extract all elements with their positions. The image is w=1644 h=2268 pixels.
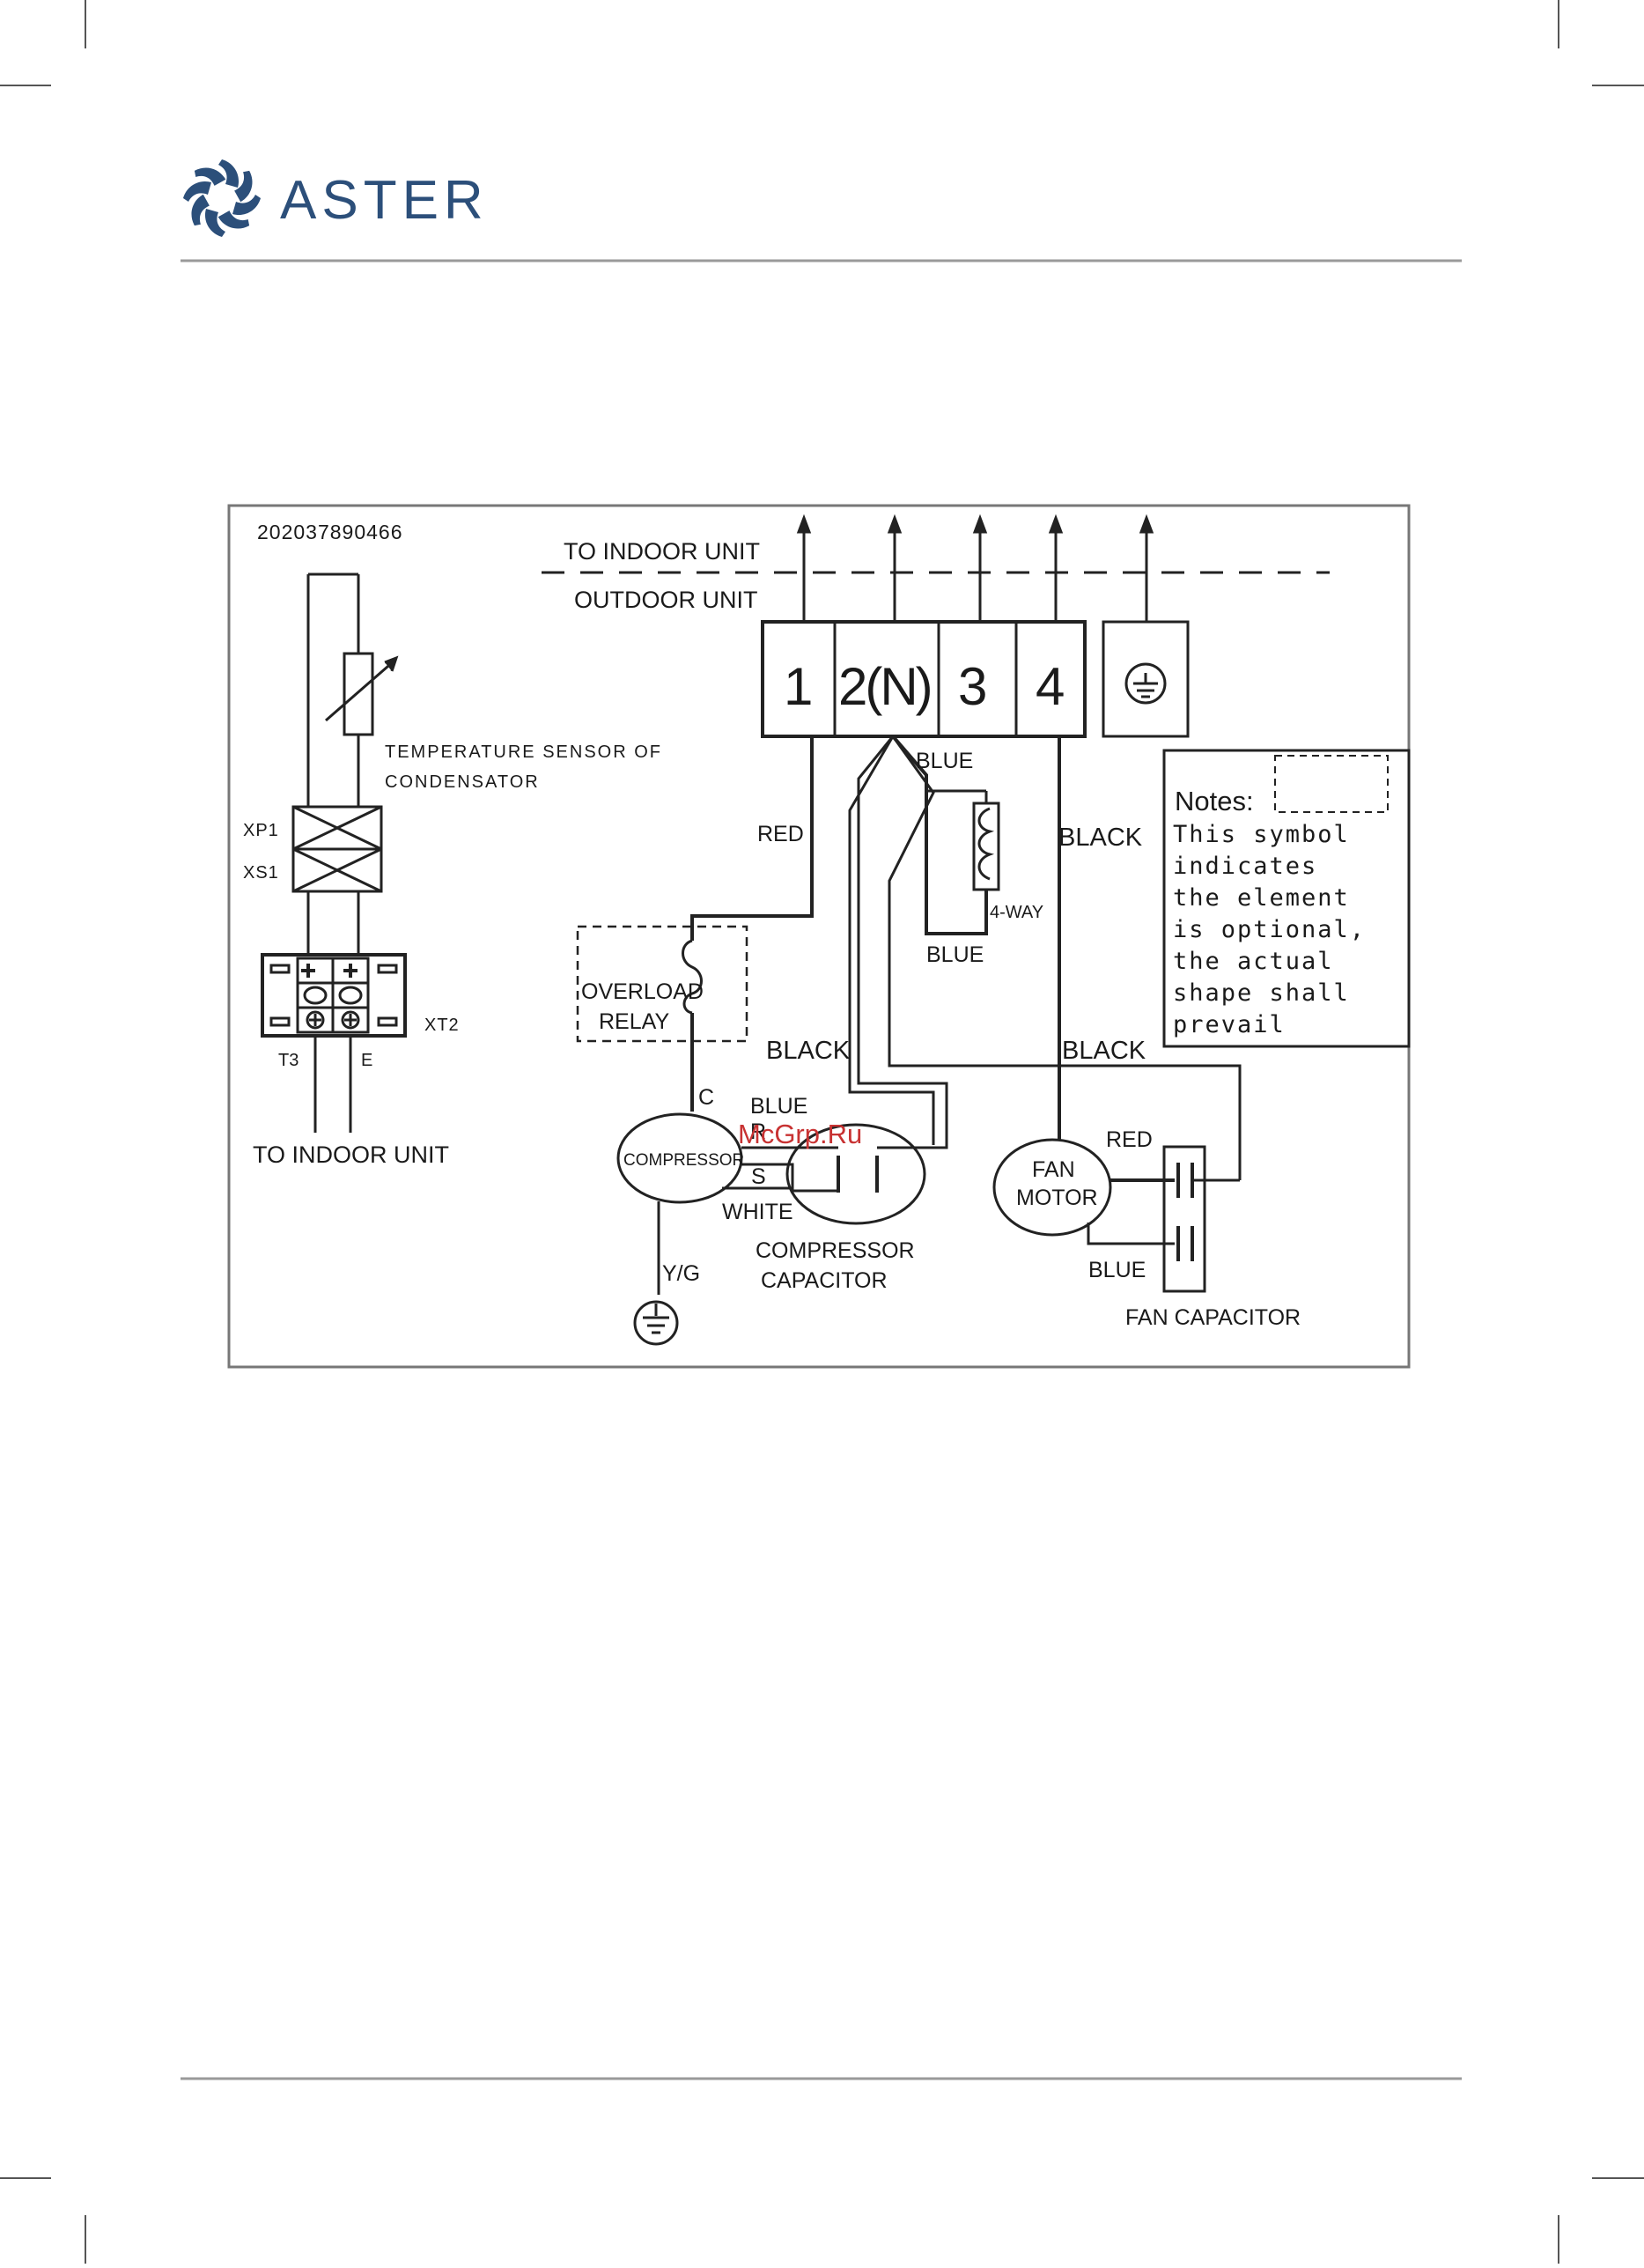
- ground-terminal: [1102, 620, 1190, 738]
- fan-red-label: RED: [1106, 1127, 1153, 1152]
- notes-line: the element: [1173, 884, 1350, 912]
- t3-label: T3: [278, 1051, 299, 1070]
- xt2-terminal: [261, 953, 407, 1133]
- yg-label: Y/G: [662, 1261, 700, 1286]
- fan-motor-label-2: MOTOR: [1016, 1186, 1098, 1210]
- overload-label-1: OVERLOAD: [581, 979, 704, 1004]
- sensor-label-2: CONDENSATOR: [385, 772, 540, 792]
- to-indoor-unit-top: TO INDOOR UNIT: [564, 538, 760, 565]
- xp1-label: XP1: [243, 821, 279, 840]
- black-wire-comp: [848, 735, 935, 1145]
- notes-title: Notes:: [1175, 786, 1254, 816]
- fan-blue-wire: [1087, 1223, 1175, 1245]
- ground-icon: [633, 1300, 679, 1346]
- diagram-code: 202037890466: [257, 521, 403, 543]
- compressor-c-label: C: [698, 1085, 714, 1110]
- black-wire-label-mid: BLACK: [1062, 1037, 1146, 1065]
- brand-name: ASTER: [280, 170, 489, 231]
- to-indoor-unit-bottom: TO INDOOR UNIT: [253, 1141, 449, 1168]
- fan-motor-label-1: FAN: [1032, 1157, 1075, 1182]
- notes-line: prevail: [1173, 1011, 1286, 1038]
- terminal-3: 3: [958, 657, 987, 716]
- terminal-4: 4: [1036, 657, 1065, 716]
- terminal-2n: 2(N): [838, 657, 931, 716]
- fan-cap-label: FAN CAPACITOR: [1125, 1305, 1301, 1330]
- compressor: [616, 1112, 743, 1204]
- wiring-diagram: [261, 513, 1411, 1346]
- overload-relay-box: [576, 925, 748, 1043]
- comp-cap-label-1: COMPRESSOR: [756, 1238, 915, 1263]
- outdoor-unit-label: OUTDOOR UNIT: [574, 587, 758, 613]
- fan-blue-label: BLUE: [1088, 1258, 1146, 1282]
- notes-line: is optional,: [1173, 916, 1366, 943]
- comp-right-wire: [857, 735, 948, 1149]
- diagram-labels: 202037890466 TO INDOOR UNIT OUTDOOR UNIT…: [243, 521, 1366, 1330]
- xt2-label: XT2: [424, 1016, 460, 1035]
- fan-capacitor: [1162, 1145, 1206, 1293]
- terminal-block: [761, 620, 1087, 738]
- sensor-label-1: TEMPERATURE SENSOR OF: [385, 742, 662, 762]
- overload-relay-contact: [682, 939, 703, 1015]
- red-wire: [690, 736, 814, 941]
- notes-line: This symbol: [1173, 821, 1350, 848]
- compressor-capacitor: [785, 1123, 926, 1225]
- black-wire-label-left: BLACK: [766, 1037, 851, 1065]
- four-way-label: 4-WAY: [990, 903, 1043, 922]
- compressor-s-label: S: [751, 1164, 766, 1189]
- compressor-label: COMPRESSOR: [623, 1151, 744, 1170]
- xp1-xs1-connector: [291, 805, 383, 955]
- xs1-label: XS1: [243, 863, 279, 883]
- temperature-sensor: [306, 573, 399, 807]
- red-wire-label: RED: [757, 822, 804, 846]
- watermark: McGrp.Ru: [738, 1119, 862, 1149]
- comp-cap-label-2: CAPACITOR: [761, 1268, 888, 1293]
- terminal-1: 1: [784, 657, 813, 716]
- blue-wire-bottom-label: BLUE: [926, 942, 984, 967]
- fan-swirl-logo: [183, 159, 261, 237]
- optional-symbol-sample: [1274, 755, 1389, 813]
- compressor-r-label: R: [750, 1119, 766, 1144]
- notes-line: indicates: [1173, 853, 1317, 880]
- notes-line: shape shall: [1173, 979, 1350, 1007]
- overload-label-2: RELAY: [599, 1009, 669, 1034]
- e-label: E: [361, 1051, 372, 1070]
- blue-wire-4way: [891, 735, 988, 935]
- indoor-unit-leads: [796, 513, 1154, 622]
- comp-blue-label: BLUE: [750, 1094, 807, 1119]
- white-wire-label: WHITE: [722, 1200, 793, 1224]
- black-wire-label-right: BLACK: [1058, 824, 1143, 852]
- notes-line: the actual: [1173, 948, 1334, 975]
- notes-box: [1162, 749, 1411, 1048]
- blue-wire-label: BLUE: [916, 749, 973, 773]
- fan-motor: [992, 1138, 1112, 1237]
